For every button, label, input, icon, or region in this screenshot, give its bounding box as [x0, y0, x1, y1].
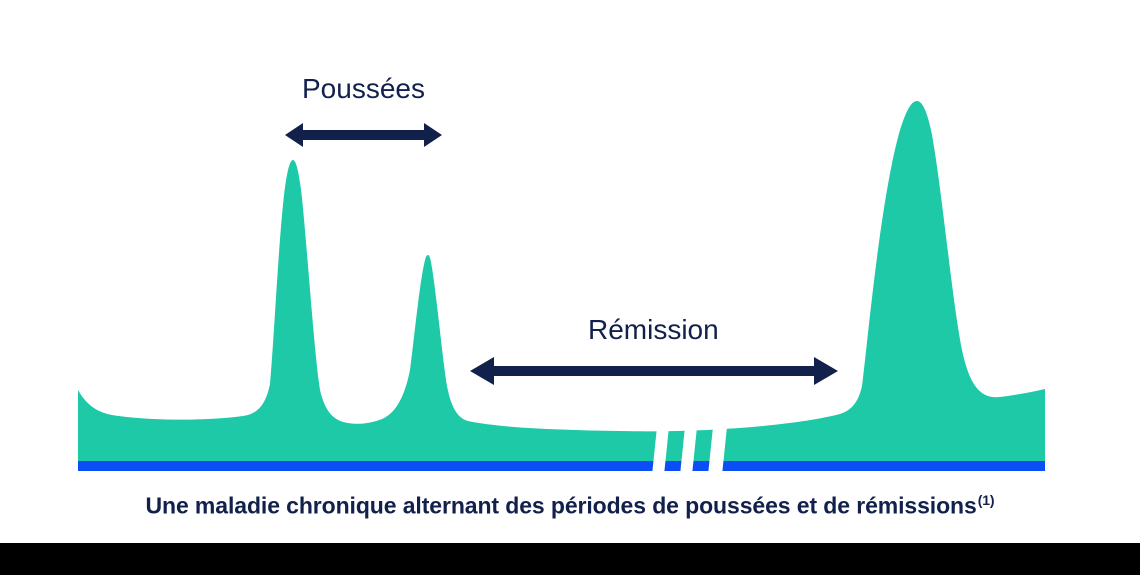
poussees-arrow — [285, 123, 442, 147]
baseline-bar — [78, 461, 1045, 471]
plot-body — [78, 101, 1045, 471]
poussees-label: Poussées — [302, 73, 425, 104]
figure-caption: Une maladie chronique alternant des péri… — [0, 492, 1140, 519]
footer-bar — [0, 543, 1140, 575]
caption-reference-superscript: (1) — [977, 492, 995, 508]
disease-activity-area — [78, 101, 1045, 461]
remission-label: Rémission — [588, 314, 719, 345]
remission-arrow — [470, 357, 838, 385]
caption-text: Une maladie chronique alternant des péri… — [145, 492, 977, 519]
